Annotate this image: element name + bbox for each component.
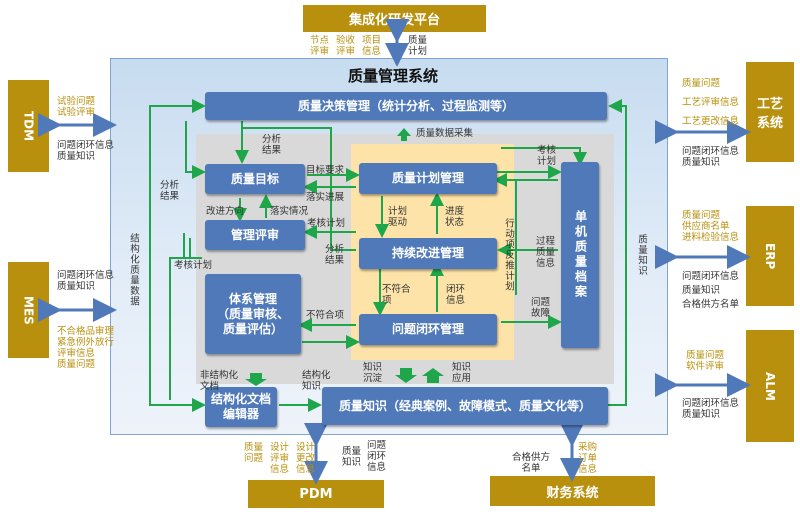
label-unstructured-doc: 非结构化 文档 xyxy=(200,370,239,392)
label-alm-in: 质量问题 软件评审 xyxy=(686,350,725,372)
label-process-out: 问题闭环信息 质量知识 xyxy=(682,146,740,168)
label-knowledge-application: 知识 应用 xyxy=(452,362,472,384)
label-action-items: 行动项反推计划 xyxy=(503,218,514,292)
label-pdm-closure-info: 问题 闭环 信息 xyxy=(367,440,387,473)
issue-closure-module: 问题闭环管理 xyxy=(359,314,497,345)
label-nonconformity: 不符合 项 xyxy=(382,284,411,306)
label-improvement-direction: 改进方向 xyxy=(206,206,245,217)
label-pdm-design-change: 设计 更改 信息 xyxy=(296,442,316,475)
label-structured-knowledge: 结构化 知识 xyxy=(302,370,331,392)
single-machine-archive-module: 单机质量档案 xyxy=(561,162,599,348)
label-project-info: 项目 信息 xyxy=(362,35,382,57)
quality-knowledge-module: 质量知识（经典案例、故障模式、质量文化等） xyxy=(322,387,608,425)
label-analysis-result-2: 分析 结果 xyxy=(160,180,180,202)
label-structured-quality-data: 结构化质量数据 xyxy=(128,233,139,307)
label-progress-state: 进度 状态 xyxy=(445,206,465,228)
structured-doc-editor: 结构化文档 编辑器 xyxy=(205,387,277,427)
label-mes-in: 不合格品审理 紧急例外放行 评审信息 质量问题 xyxy=(57,326,115,370)
label-acceptance-review: 验收 评审 xyxy=(336,35,356,57)
system-management-module: 体系管理 （质量审核、 质量评估） xyxy=(205,274,301,354)
label-target-requirement: 目标要求 xyxy=(306,165,345,176)
external-arrows xyxy=(38,19,751,485)
decision-module: 质量决策管理（统计分析、过程监测等） xyxy=(205,92,607,120)
label-closure-info: 闭环 信息 xyxy=(446,284,466,306)
label-issue-fault: 问题 故障 xyxy=(531,297,551,319)
block-arrows xyxy=(245,128,444,386)
label-nonconformity-2: 不符合项 xyxy=(306,310,345,321)
label-node-review: 节点 评审 xyxy=(310,35,330,57)
system-title: 质量管理系统 xyxy=(348,67,439,85)
label-plan-driven: 计划 驱动 xyxy=(388,206,408,228)
label-mes-out: 问题闭环信息 质量知识 xyxy=(57,270,115,292)
label-assessment-plan-1: 考核计划 xyxy=(307,218,346,229)
label-quality-knowledge-side: 质量知识 xyxy=(636,234,647,276)
quality-plan-module: 质量计划管理 xyxy=(359,163,497,194)
label-process-in: 质量问题 工艺评审信息 工艺更改信息 xyxy=(682,78,740,127)
label-implementation-status: 落实情况 xyxy=(270,206,309,217)
label-progress: 落实进展 xyxy=(306,192,345,203)
label-analysis-result-1: 分析 结果 xyxy=(262,134,282,156)
label-pdm-quality-knowledge: 质量 知识 xyxy=(342,446,362,468)
label-analysis-result-3: 分析 结果 xyxy=(325,244,345,266)
label-tdm-out: 问题闭环信息 质量知识 xyxy=(57,140,115,162)
process-system: 工艺 系统 xyxy=(746,62,794,162)
label-erp-in: 质量问题 供应商名单 进料检验信息 xyxy=(682,210,740,243)
label-knowledge-deposit: 知识 沉淀 xyxy=(363,362,383,384)
label-assessment-plan-2: 考核计划 xyxy=(174,260,213,271)
label-alm-out: 问题闭环信息 质量知识 xyxy=(682,398,740,420)
label-quality-plan-top: 质量 计划 xyxy=(408,35,428,57)
erp-system: ERP xyxy=(746,206,794,306)
label-data-collection: 质量数据采集 xyxy=(416,128,474,139)
management-review-module: 管理评审 xyxy=(205,220,305,250)
label-finance-purchase-order: 采购 订单 信息 xyxy=(578,442,598,475)
quality-target-module: 质量目标 xyxy=(205,164,305,194)
label-pdm-quality-issue: 质量 问题 xyxy=(244,442,264,464)
label-assessment-plan-3: 考核 计划 xyxy=(537,145,557,167)
label-erp-out: 问题闭环信息 质量知识 合格供方名单 xyxy=(682,271,740,310)
label-tdm-in: 试验问题 试验评审 xyxy=(57,96,96,118)
continuous-improvement-module: 持续改进管理 xyxy=(359,238,497,269)
label-pdm-design-review: 设计 评审 信息 xyxy=(270,442,290,475)
label-finance-supplier-list: 合格供方 名单 xyxy=(512,452,551,474)
label-process-quality-info: 过程 质量 信息 xyxy=(536,236,556,269)
alm-system: ALM xyxy=(746,330,794,442)
